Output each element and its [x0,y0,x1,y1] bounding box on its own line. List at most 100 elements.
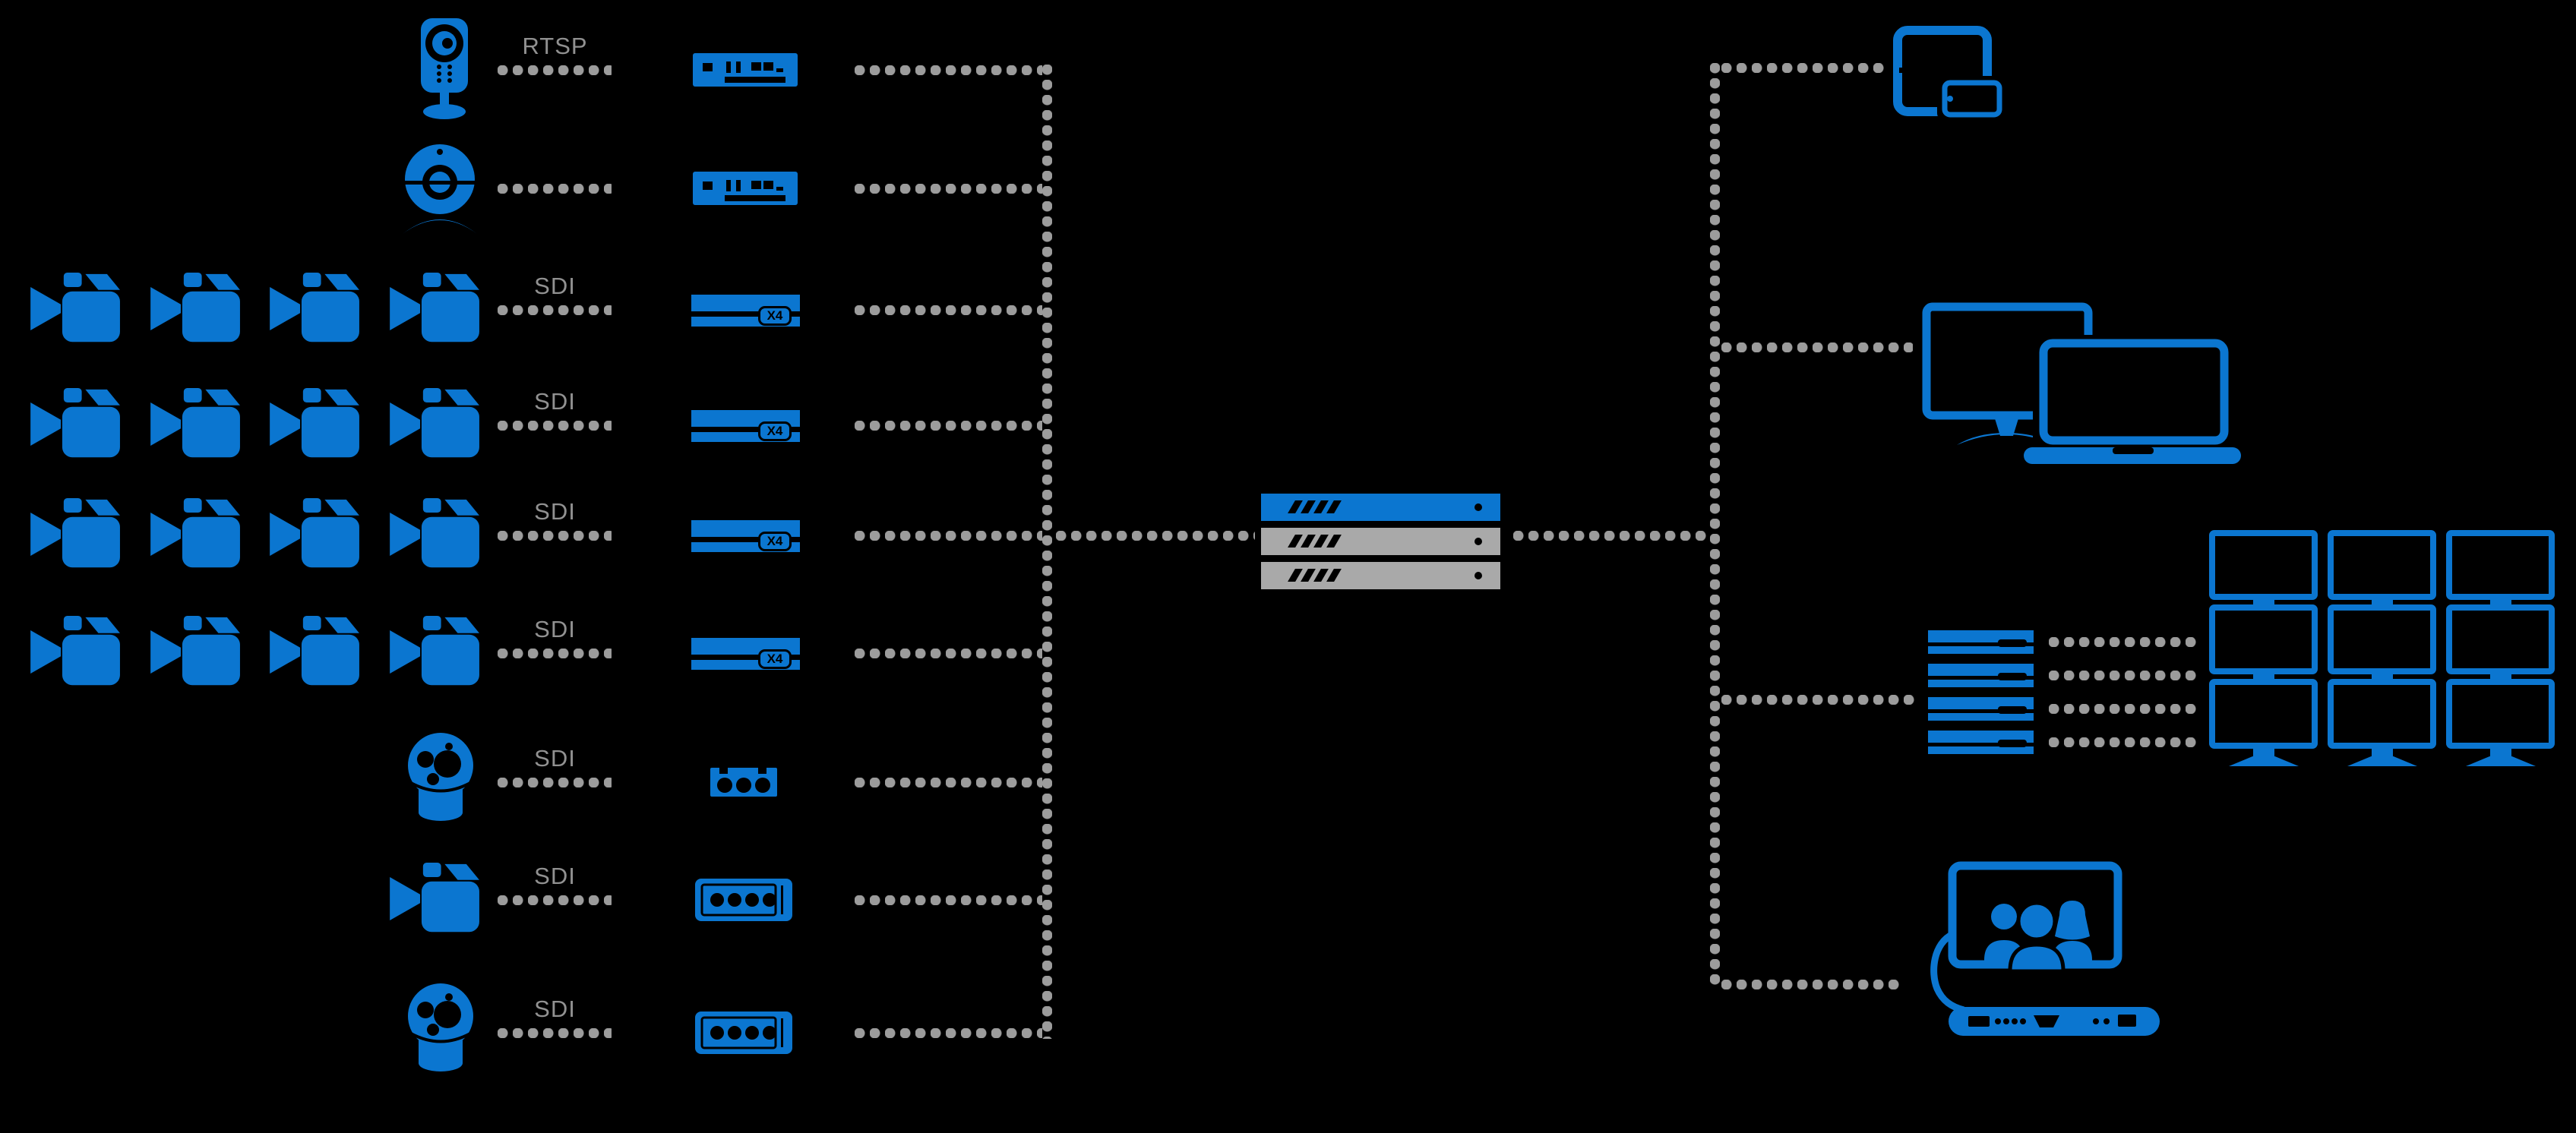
dotted-connector [855,183,1042,194]
stack-unit [1928,731,2034,754]
x4-encoder-icon: X4 [691,638,800,670]
monitor-stand [2253,747,2274,757]
protocol-label: SDI [534,273,576,299]
stack-to-wall-connector [2049,671,2201,680]
source-row-sdi-group-3: SDI X4 [0,0,1042,1]
stack-to-wall-connector [2049,737,2201,747]
source-row-sdi-single: SDI [0,0,1042,1]
video-camera-icon [29,498,123,570]
video-camera-icon [388,616,482,688]
monitor-stand [2372,747,2393,757]
dotted-connector [855,648,1042,658]
server-unit [1261,494,1500,521]
stack-unit [1928,630,2034,654]
x4-badge: X4 [758,421,792,441]
dotted-connector [855,530,1042,541]
source-row-webcam [0,0,1042,1]
ip-camera-icon [414,18,475,121]
monitor-stand [2253,673,2274,680]
encoder-icon [693,53,798,87]
monitor-foot [2347,756,2417,766]
video-camera-icon [149,388,243,460]
branch-videowall-connector [1721,694,1919,705]
x4-encoder-icon: X4 [691,520,800,552]
stack-to-wall-connector [2049,704,2201,714]
x4-encoder-icon: X4 [691,410,800,442]
dotted-connector [855,777,1042,787]
video-wall-monitor [2328,530,2436,600]
video-camera-icon [268,498,362,570]
video-camera-icon [388,388,482,460]
video-wall-monitor [2328,679,2436,749]
dotted-connector [498,183,612,194]
ptz-dome-camera-icon [399,981,482,1080]
dotted-connector [498,648,612,658]
video-camera-icon [388,498,482,570]
dotted-connector [498,420,612,431]
dotted-connector [498,305,612,315]
dotted-connector [855,65,1042,75]
video-wall [0,0,2555,766]
video-wall-monitor [2446,604,2555,674]
stack-unit [1928,664,2034,687]
video-conference-icon [1926,858,2161,1059]
source-row-ptz-dome-1: SDI [0,0,1042,1]
ptz-dome-camera-icon [399,731,482,829]
protocol-label: SDI [534,498,576,525]
video-camera-icon [29,616,123,688]
dotted-connector [498,777,612,787]
stack-unit [1928,697,2034,721]
3-port-encoder-icon [710,768,777,797]
dotted-connector [855,1027,1042,1038]
video-wall-monitor [2209,679,2318,749]
dotted-connector [855,420,1042,431]
monitor-stand [2253,598,2274,605]
monitor-foot [2466,756,2536,766]
x4-encoder-icon: X4 [691,295,800,327]
dotted-connector [498,895,612,905]
monitor-foot [2229,756,2299,766]
protocol-label: SDI [534,745,576,772]
monitor-stand [2490,747,2511,757]
video-camera-icon [268,388,362,460]
dotted-connector [498,530,612,541]
branch-conference-connector [1721,979,1904,989]
right-bus-line [1710,63,1720,989]
video-wall-monitor [2209,530,2318,600]
branch-mobile-connector [1721,62,1887,73]
streaming-server-stack-icon [1928,630,2034,754]
monitor-stand [2372,673,2393,680]
monitor-stand [2490,598,2511,605]
source-row-ip-camera: RTSP [0,0,1042,1]
stack-to-wall-connector [2049,637,2201,647]
video-camera-icon [29,388,123,460]
protocol-label: SDI [534,996,576,1022]
server-unit [1261,562,1500,589]
source-row-sdi-group-4: SDI X4 [0,0,1042,1]
x4-badge: X4 [758,306,792,326]
4-port-encoder-icon [695,879,792,921]
protocol-label: SDI [534,863,576,889]
server-unit [1261,528,1500,555]
video-wall-monitor [2328,604,2436,674]
video-camera-icon [268,616,362,688]
left-bus-line [1042,65,1052,1039]
video-camera-icon [388,863,482,935]
protocol-label: RTSP [522,33,588,59]
video-wall-monitor [2446,679,2555,749]
video-wall-monitor [2209,604,2318,674]
webcam-icon [397,141,484,236]
monitor-stand [2490,673,2511,680]
protocol-label: SDI [534,616,576,642]
server-to-outputs-connector [1513,530,1709,541]
monitor-stand [2372,598,2393,605]
x4-badge: X4 [758,532,792,551]
bus-to-server-connector [1056,530,1255,541]
video-camera-icon [29,273,123,345]
branch-desktop-connector [1721,342,1913,352]
video-wall-monitor [2446,530,2555,600]
encoder-icon [693,172,798,205]
monitor-laptop-icon [1922,302,2241,466]
dotted-connector [498,1027,612,1038]
